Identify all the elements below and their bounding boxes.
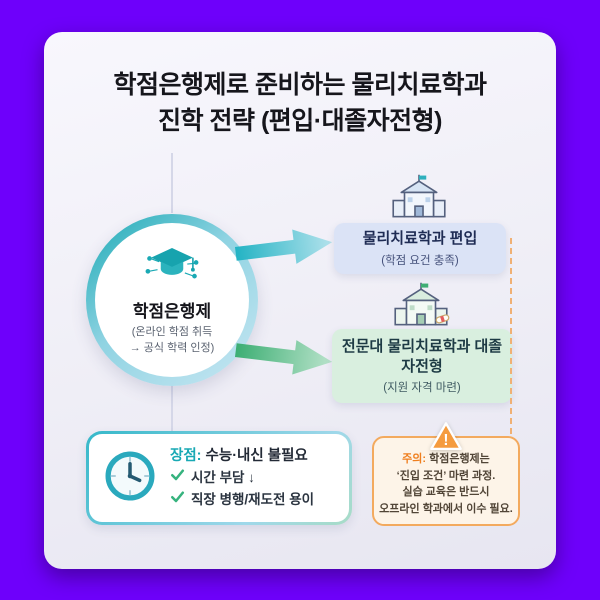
path-bottom-sub: (지원 자격 마련)	[383, 382, 461, 394]
svg-text:!: !	[443, 432, 448, 449]
hub-sub-line-1: (온라인 학점 취득	[131, 326, 213, 339]
benefits-card: 장점:수능·내신 불필요 시간 부담 ↓	[86, 431, 352, 525]
path-top-label: 물리치료학과 편입	[362, 230, 478, 247]
path-top-sub: (학점 요건 충족)	[381, 254, 459, 267]
benefits-label: 장점:	[170, 447, 202, 464]
path-top-card: 물리치료학과 편입 (학점 요건 충족)	[334, 223, 506, 274]
warning-label: 주의:	[402, 453, 427, 465]
benefit-item: 시간 부담 ↓	[170, 467, 314, 489]
title-line-2: 진학 전략 (편입·대졸자전형)	[158, 106, 442, 135]
hub-circle: 학점은행제 (온라인 학점 취득 → 공식 학력 인정)	[86, 214, 258, 386]
main-title: 학점은행제로 준비하는 물리치료학과 진학 전략 (편입·대졸자전형)	[44, 68, 556, 139]
title-line-1: 학점은행제로 준비하는 물리치료학과	[113, 71, 487, 99]
hub-label: 학점은행제	[132, 302, 212, 322]
benefit-item: 직장 병행/재도전 용이	[170, 489, 314, 511]
benefits-headline: 수능·내신 불필요	[205, 447, 308, 464]
path-bottom-label: 전문대 물리치료학과 대졸자전형	[341, 338, 503, 375]
benefit-item-label: 시간 부담 ↓	[191, 469, 255, 485]
warning-card: ! 주의:학점은행제는 ‘진입 조건’ 마련 과정. 실습 교육은 반드시 오프…	[372, 422, 520, 526]
benefits-headline-row: 장점:수능·내신 불필요	[170, 445, 314, 467]
warning-line-1: 주의:학점은행제는	[374, 451, 518, 468]
graduation-cap-icon	[143, 244, 201, 294]
warning-line-3: 실습 교육은 반드시	[402, 486, 490, 498]
hub-sub: (온라인 학점 취득 → 공식 학력 인정)	[130, 325, 215, 356]
dashed-connector	[510, 238, 512, 434]
college-diploma-building-icon	[392, 281, 450, 333]
check-icon	[170, 489, 185, 511]
path-bottom-card: 전문대 물리치료학과 대졸자전형 (지원 자격 마련)	[332, 329, 512, 403]
infographic-card: 학점은행제로 준비하는 물리치료학과 진학 전략 (편입·대졸자전형)	[44, 32, 556, 569]
school-building-icon	[390, 173, 448, 225]
benefit-item-label: 직장 병행/재도전 용이	[191, 491, 315, 507]
arrow-bottom-icon	[234, 340, 333, 375]
connector-line-bottom	[171, 385, 173, 431]
clock-icon	[102, 448, 158, 509]
warning-line-2: ‘진입 조건’ 마련 과정.	[396, 469, 496, 482]
connector-line-top	[171, 153, 173, 213]
check-icon	[170, 467, 185, 489]
warning-text: 학점은행제는	[429, 453, 490, 465]
arrow-top-icon	[234, 229, 333, 264]
hub-sub-line-2: → 공식 학력 인정)	[129, 341, 215, 354]
warning-line-4: 오프라인 학과에서 이수 필요.	[379, 502, 513, 515]
warning-triangle-icon: !	[429, 421, 463, 458]
